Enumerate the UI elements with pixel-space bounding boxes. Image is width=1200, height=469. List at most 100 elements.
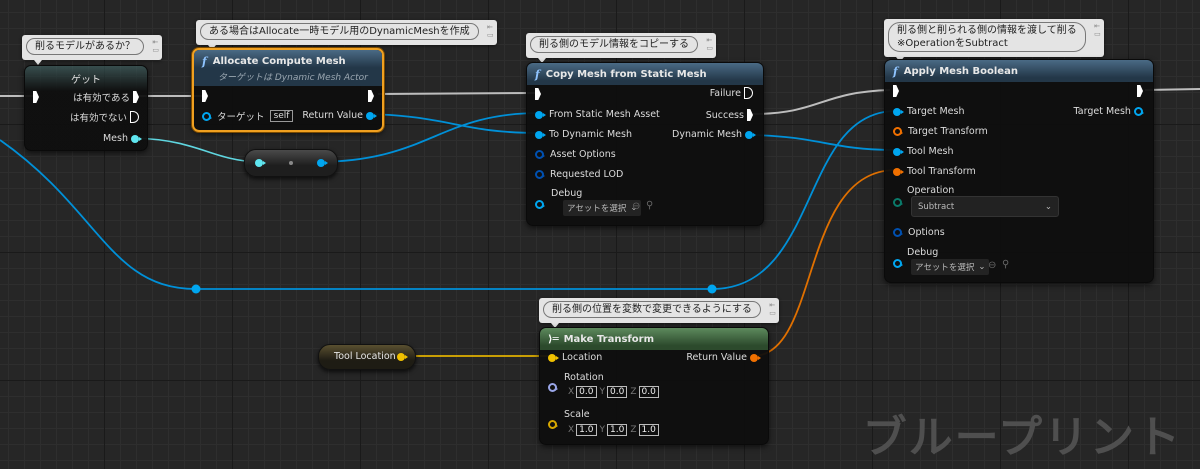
mesh-pin[interactable]: Mesh [103, 133, 142, 144]
exec-out-pin[interactable] [368, 90, 374, 102]
return-value-pin[interactable]: Return Value [686, 352, 761, 363]
rotation-z-input[interactable]: 0.0 [638, 386, 659, 398]
comment-pin-icon[interactable]: ⇤▭ [706, 36, 713, 52]
operation-pin[interactable] [893, 198, 903, 207]
is-valid-pin[interactable]: は有効である [73, 90, 139, 104]
pin-dot-icon [893, 167, 904, 176]
exec-in-pin[interactable] [33, 91, 39, 103]
comment-transform[interactable]: 削る側の位置を変数で変更できるようにする ⇤▭ [539, 298, 779, 328]
browse-search-icon[interactable]: ⚲ [646, 200, 654, 211]
exec-pin-icon [133, 91, 139, 103]
options-pin[interactable]: Options [893, 227, 945, 238]
asset-select-dropdown[interactable]: アセットを選択⌄ [563, 200, 642, 216]
pin-dot-icon [535, 130, 546, 139]
function-icon: f [893, 64, 898, 78]
make-struct-icon: ⟩═ [548, 333, 559, 345]
rotation-x-input[interactable]: 0.0 [576, 386, 597, 398]
comment-boolean[interactable]: 削る側と削られる側の情報を渡して削る ※OperationをSubtract ⇤… [884, 19, 1104, 62]
exec-pin-icon [535, 88, 541, 100]
comment-pin-icon[interactable]: ⇤▭ [1094, 22, 1101, 38]
exec-pin-icon [202, 90, 208, 102]
pin-dot-icon [255, 159, 266, 167]
success-pin[interactable]: Success [706, 109, 753, 121]
pin-dot-icon [745, 130, 756, 139]
pin-dot-icon [893, 198, 903, 207]
exec-pin-icon [33, 91, 39, 103]
browse-search-icon[interactable]: ⚲ [1002, 259, 1010, 270]
pin-dot-icon [202, 111, 212, 121]
make-transform-node[interactable]: ⟩═Make Transform Location Return Value R… [539, 327, 769, 445]
scale-label: Scale [564, 409, 590, 420]
comment-pin-icon[interactable]: ⇤▭ [487, 23, 494, 39]
validated-get-node[interactable]: ゲット は有効である は有効でない Mesh [24, 65, 148, 151]
operation-dropdown[interactable]: Subtract⌄ [911, 196, 1059, 217]
asset-select-dropdown[interactable]: アセットを選択⌄ [911, 259, 990, 275]
target-mesh-pin[interactable]: Target Mesh [893, 106, 964, 117]
from-static-mesh-asset-pin[interactable]: From Static Mesh Asset [535, 109, 660, 120]
pin-dot-icon [1134, 107, 1144, 116]
pin-dot-icon [131, 134, 142, 143]
pin-dot-icon [317, 159, 328, 167]
rotation-pin[interactable] [548, 383, 558, 392]
debug-pin[interactable] [535, 200, 545, 209]
exec-pin-icon [893, 85, 899, 97]
chevron-down-icon: ⌄ [630, 203, 638, 213]
pin-dot-icon [548, 353, 559, 362]
function-icon: f [535, 67, 540, 81]
reroute-center-icon [289, 161, 293, 165]
requested-lod-pin[interactable]: Requested LOD [535, 169, 623, 180]
location-pin[interactable]: Location [548, 352, 602, 363]
node-title: ゲット [71, 75, 101, 86]
exec-pin-icon [368, 90, 374, 102]
dynamic-mesh-pin[interactable]: Dynamic Mesh [672, 129, 756, 140]
target-transform-pin[interactable]: Target Transform [893, 126, 988, 137]
target-mesh-out-pin[interactable]: Target Mesh [1074, 106, 1144, 117]
comment-copy[interactable]: 削る側のモデル情報をコピーする ⇤▭ [526, 33, 716, 63]
debug-label: Debug [551, 188, 583, 199]
exec-in-pin[interactable] [202, 90, 208, 102]
scale-pin[interactable] [548, 420, 558, 429]
pin-dot-icon [893, 127, 903, 136]
pin-dot-icon [893, 107, 904, 116]
exec-hollow-icon [130, 111, 139, 123]
pin-dot-icon [535, 170, 545, 179]
use-selected-icon[interactable]: ⊖ [988, 260, 997, 271]
rotation-label: Rotation [564, 372, 604, 383]
comment-pin-icon[interactable]: ⇤▭ [769, 301, 776, 317]
return-value-pin[interactable]: Return Value [302, 110, 377, 121]
exec-out-pin[interactable] [1137, 85, 1143, 97]
debug-label: Debug [907, 247, 939, 258]
reroute-node[interactable] [244, 149, 338, 177]
comment-pin-icon[interactable]: ⇤▭ [152, 38, 159, 54]
is-not-valid-pin[interactable]: は有効でない [70, 110, 139, 124]
chevron-down-icon: ⌄ [1044, 201, 1052, 212]
asset-options-pin[interactable]: Asset Options [535, 149, 616, 160]
pin-dot-icon [893, 228, 903, 237]
rotation-y-input[interactable]: 0.0 [607, 386, 628, 398]
operation-label: Operation [907, 185, 955, 196]
debug-pin[interactable] [893, 259, 903, 268]
exec-in-pin[interactable] [893, 85, 899, 97]
pin-dot-icon [535, 150, 545, 159]
scale-y-input[interactable]: 1.0 [607, 424, 628, 436]
exec-in-pin[interactable] [535, 88, 541, 100]
comment-get[interactable]: 削るモデルがあるか？ ⇤▭ [22, 35, 162, 65]
scale-x-input[interactable]: 1.0 [576, 424, 597, 436]
chevron-down-icon: ⌄ [978, 262, 986, 272]
exec-pin-icon [747, 109, 753, 121]
failure-pin[interactable]: Failure [710, 87, 753, 99]
comment-allocate[interactable]: ある場合はAllocate一時モデル用のDynamicMeshを作成 ⇤▭ [196, 20, 497, 50]
pin-dot-icon [366, 111, 377, 120]
use-selected-icon[interactable]: ⊖ [632, 201, 641, 212]
tool-mesh-pin[interactable]: Tool Mesh [893, 146, 954, 157]
tool-location-variable[interactable]: Tool Location [318, 344, 416, 370]
to-dynamic-mesh-pin[interactable]: To Dynamic Mesh [535, 129, 632, 140]
scale-z-input[interactable]: 1.0 [638, 424, 659, 436]
pin-dot-icon [548, 383, 558, 392]
tool-transform-pin[interactable]: Tool Transform [893, 166, 976, 177]
